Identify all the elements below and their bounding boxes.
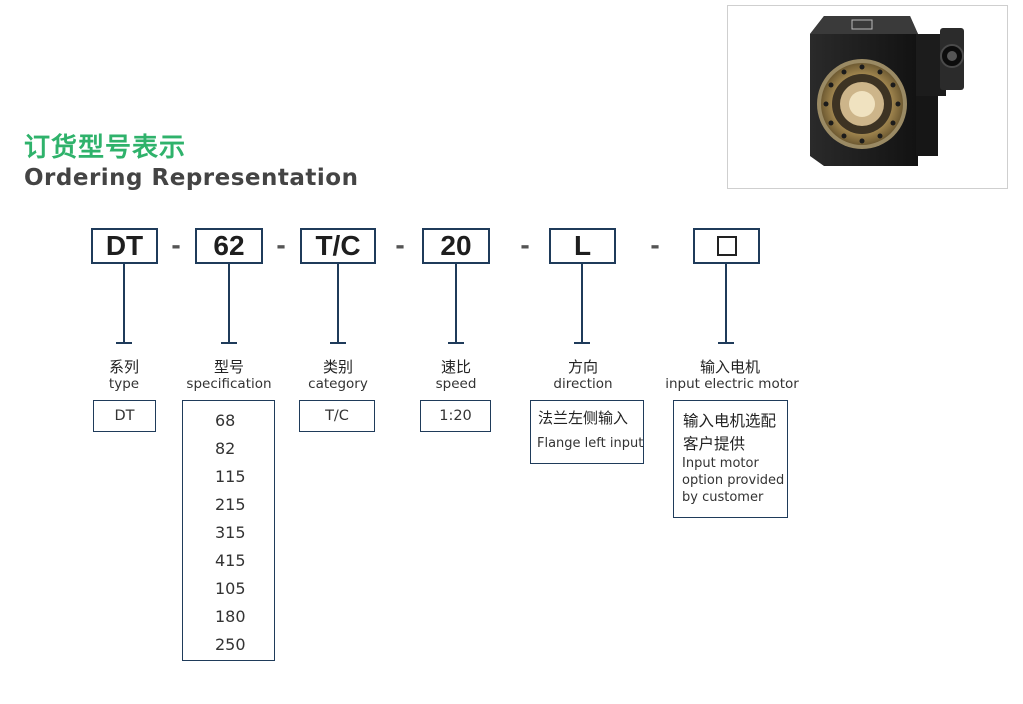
label-motor-en: input electric motor	[665, 376, 799, 392]
list-item: 315	[215, 523, 246, 542]
page-title-en: Ordering Representation	[24, 165, 359, 191]
list-item: 68	[215, 411, 236, 430]
label-type-cn: 系列	[108, 358, 140, 376]
label-motor-cn: 输入电机	[699, 358, 761, 376]
connector-line	[123, 264, 125, 342]
connector-line	[455, 264, 457, 342]
option-box-category: T/C	[299, 400, 375, 432]
label-direction-cn: 方向	[567, 358, 599, 376]
connector-line	[581, 264, 583, 342]
list-item: 215	[215, 495, 246, 514]
label-specification-cn: 型号	[213, 358, 245, 376]
option-value-en: Input motor option provided by customer	[682, 456, 785, 505]
list-item: 250	[215, 635, 246, 654]
connector-foot	[448, 342, 464, 344]
code-segment-motor	[693, 228, 760, 264]
label-speed-en: speed	[435, 376, 477, 392]
code-segment-speed: 20	[422, 228, 490, 264]
label-category-en: category	[308, 376, 368, 392]
option-value-cn: 法兰左侧输入	[538, 409, 629, 427]
option-box-direction: 法兰左侧输入 Flange left input	[530, 400, 644, 464]
connector-line	[337, 264, 339, 342]
code-segment-type: DT	[91, 228, 158, 264]
product-photo-frame	[727, 5, 1008, 189]
label-category-cn: 类别	[322, 358, 354, 376]
option-value-cn-line2: 客户提供	[683, 435, 746, 453]
rotary-table-reducer-illustration	[810, 16, 964, 166]
option-box-motor: 输入电机选配 客户提供 Input motor option provided …	[673, 400, 788, 518]
label-speed-cn: 速比	[440, 358, 472, 376]
list-item: 105	[215, 579, 246, 598]
code-separator: -	[520, 229, 530, 260]
connector-foot	[116, 342, 132, 344]
list-item: 115	[215, 467, 246, 486]
code-segment-specification: 62	[195, 228, 263, 264]
label-type-en: type	[108, 376, 140, 392]
option-value-en: Flange left input	[537, 436, 644, 451]
page-title-cn: 订货型号表示	[24, 133, 187, 163]
option-value: DT	[114, 408, 135, 424]
option-value: T/C	[325, 408, 349, 424]
list-item: 180	[215, 607, 246, 626]
connector-foot	[574, 342, 590, 344]
list-item: 415	[215, 551, 246, 570]
code-segment-direction: L	[549, 228, 616, 264]
code-separator: -	[650, 229, 660, 260]
option-value: 1:20	[439, 408, 472, 424]
label-direction-en: direction	[553, 376, 613, 392]
code-separator: -	[171, 229, 181, 260]
connector-foot	[330, 342, 346, 344]
code-segment-category: T/C	[300, 228, 376, 264]
connector-foot	[718, 342, 734, 344]
code-separator: -	[276, 229, 286, 260]
option-box-speed: 1:20	[420, 400, 491, 432]
option-list-specification: 68 82 115 215 315 415 105 180 250	[182, 400, 275, 661]
blank-square-icon	[716, 236, 737, 256]
option-value-cn-line1: 输入电机选配	[683, 412, 777, 430]
connector-foot	[221, 342, 237, 344]
connector-line	[725, 264, 727, 342]
label-specification-en: specification	[186, 376, 272, 392]
option-box-type: DT	[93, 400, 156, 432]
connector-line	[228, 264, 230, 342]
list-item: 82	[215, 439, 236, 458]
code-separator: -	[395, 229, 405, 260]
